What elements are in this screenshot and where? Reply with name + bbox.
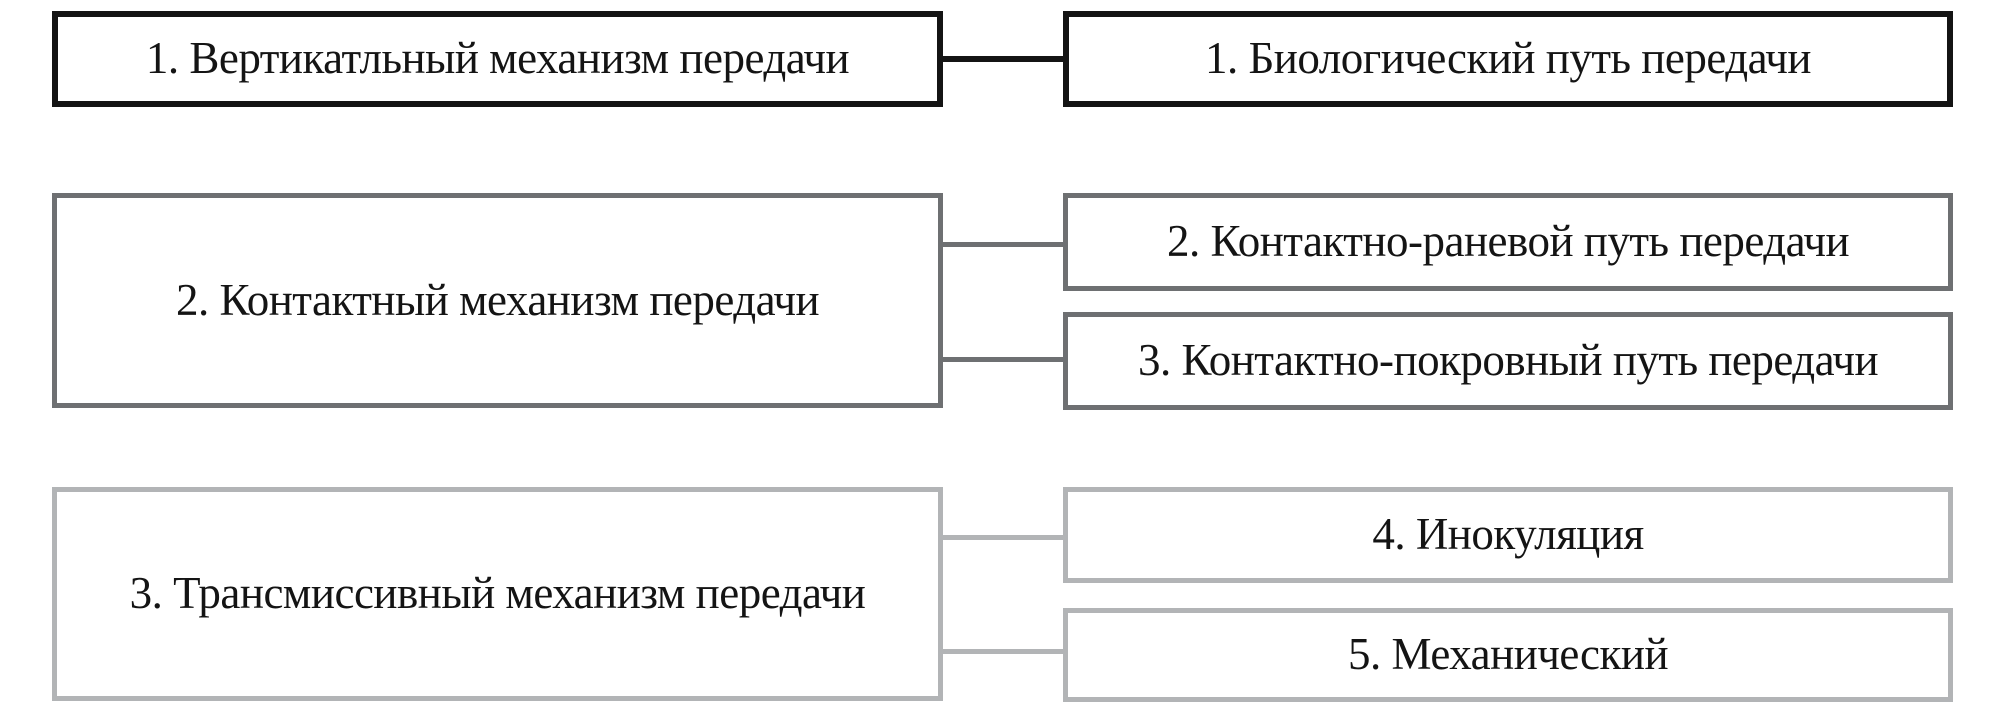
connector-row3-b	[943, 649, 1063, 654]
path-box-inoculation: 4. Инокуляция	[1063, 487, 1953, 583]
mechanism-box-vertical-label: 1. Вертикатльный механизм передачи	[145, 33, 850, 84]
path-box-contact-wound-label: 2. Контактно-раневой путь передачи	[1166, 216, 1850, 267]
connector-row1	[943, 56, 1063, 62]
path-box-contact-integument-label: 3. Контактно-покровный путь передачи	[1137, 335, 1879, 386]
mechanism-box-transmissive-label: 3. Трансмиссивный механизм передачи	[129, 568, 866, 619]
mechanism-box-vertical: 1. Вертикатльный механизм передачи	[52, 11, 943, 107]
connector-row3-a	[943, 535, 1063, 540]
connector-row2-b	[943, 357, 1063, 362]
path-box-inoculation-label: 4. Инокуляция	[1372, 509, 1644, 560]
path-box-contact-integument: 3. Контактно-покровный путь передачи	[1063, 312, 1953, 410]
mechanism-box-contact-label: 2. Контактный механизм передачи	[175, 274, 820, 325]
path-box-mechanical: 5. Механический	[1063, 608, 1953, 702]
path-box-mechanical-label: 5. Механический	[1347, 629, 1669, 680]
path-box-contact-wound: 2. Контактно-раневой путь передачи	[1063, 193, 1953, 291]
path-box-biological: 1. Биологический путь передачи	[1063, 11, 1953, 107]
path-box-biological-label: 1. Биологический путь передачи	[1204, 33, 1812, 84]
mechanism-box-transmissive: 3. Трансмиссивный механизм передачи	[52, 487, 943, 701]
mechanism-box-contact: 2. Контактный механизм передачи	[52, 193, 943, 408]
connector-row2-a	[943, 242, 1063, 247]
